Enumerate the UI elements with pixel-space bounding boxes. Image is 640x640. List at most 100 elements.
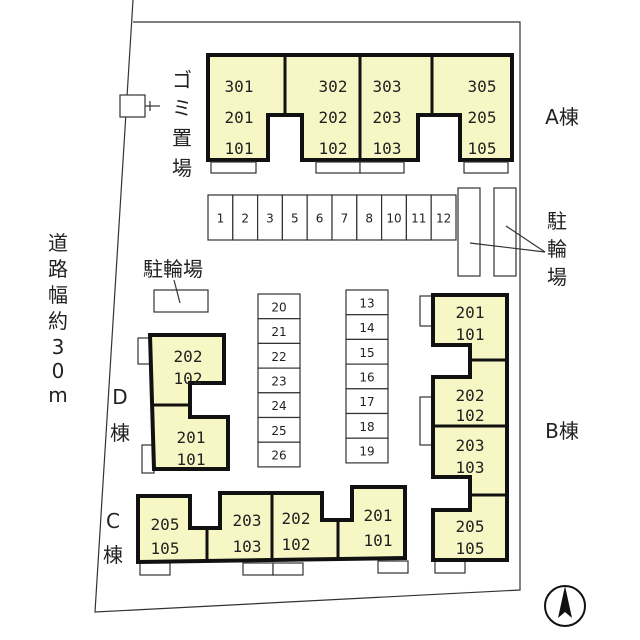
svg-text:203: 203 [233,511,262,530]
svg-text:5: 5 [291,212,299,226]
bike-rack-leader [469,225,546,253]
svg-text:205: 205 [468,108,497,127]
svg-text:3: 3 [266,212,274,226]
building-c-label: C 棟 [103,509,123,567]
svg-text:8: 8 [365,212,373,226]
building-d-label: D 棟 [110,385,130,445]
unit-a-col1: 301 201 101 [225,77,254,158]
svg-text:C: C [106,509,120,533]
site-boundary [94,0,521,613]
parking-column-right: 13 14 15 16 17 18 19 [345,289,389,464]
svg-text:201: 201 [225,108,254,127]
svg-text:101: 101 [364,531,393,550]
parking-space: 15 [345,338,389,365]
svg-text:10: 10 [386,212,401,226]
parking-space: 2 [232,194,259,241]
svg-text:26: 26 [271,449,286,463]
svg-text:3: 3 [52,335,65,359]
bike-rack-leader [173,279,181,304]
svg-text:道: 道 [48,231,68,255]
bike-parking-right-label: 駐 輪 場 [547,209,567,289]
svg-text:101: 101 [177,450,206,469]
svg-text:105: 105 [151,539,180,558]
svg-text:17: 17 [359,395,374,409]
svg-text:18: 18 [359,420,374,434]
parking-space: 18 [345,412,389,439]
building-b-label: B棟 [545,419,579,443]
parking-space: 21 [257,318,301,345]
svg-text:101: 101 [225,139,254,158]
svg-text:101: 101 [456,325,485,344]
svg-text:205: 205 [151,515,180,534]
parking-space: 19 [345,437,389,464]
svg-text:13: 13 [359,296,374,310]
svg-text:場: 場 [172,156,192,180]
svg-text:24: 24 [271,399,286,413]
svg-text:15: 15 [359,346,374,360]
svg-text:103: 103 [456,458,485,477]
svg-text:202: 202 [282,509,311,528]
parking-space: 17 [345,388,389,415]
parking-space: 20 [257,293,301,320]
svg-text:303: 303 [373,77,402,96]
parking-space: 24 [257,392,301,419]
bike-rack [153,289,209,313]
road-unit: m [48,383,67,407]
svg-text:幅: 幅 [48,283,68,307]
svg-text:301: 301 [225,77,254,96]
svg-text:ゴ: ゴ [172,68,192,92]
svg-text:16: 16 [359,370,374,384]
svg-text:棟: 棟 [103,543,123,567]
svg-text:0: 0 [52,359,65,383]
svg-text:105: 105 [468,139,497,158]
svg-text:102: 102 [319,139,348,158]
parking-space: 3 [257,194,284,241]
parking-space: 26 [257,441,301,468]
svg-text:場: 場 [547,265,567,289]
svg-text:14: 14 [359,321,374,335]
svg-text:2: 2 [241,212,249,226]
svg-text:202: 202 [456,386,485,405]
svg-text:201: 201 [456,303,485,322]
svg-text:21: 21 [271,325,286,339]
svg-text:19: 19 [359,445,374,459]
parking-space: 16 [345,363,389,390]
svg-text:102: 102 [282,535,311,554]
parking-space: 7 [331,194,358,241]
svg-text:22: 22 [271,350,286,364]
svg-text:11: 11 [411,212,426,226]
parking-space: 10 [381,194,408,241]
garbage-label: ゴ ミ 置 場 [172,68,192,180]
svg-text:25: 25 [271,424,286,438]
svg-text:6: 6 [316,212,324,226]
svg-text:205: 205 [456,517,485,536]
svg-text:201: 201 [177,428,206,447]
svg-text:105: 105 [456,539,485,558]
parking-space: 22 [257,342,301,369]
svg-text:D: D [112,385,127,409]
svg-text:302: 302 [319,77,348,96]
svg-text:23: 23 [271,374,286,388]
parking-space: 5 [281,194,308,241]
svg-text:1: 1 [217,212,225,226]
svg-text:輪: 輪 [547,237,567,261]
svg-text:路: 路 [48,257,68,281]
parking-space: 14 [345,314,389,341]
road-width-label: 道 路 幅 約 3 0 m [48,231,68,407]
svg-text:20: 20 [271,300,286,314]
garbage-station [119,94,146,118]
svg-text:置: 置 [172,126,192,150]
